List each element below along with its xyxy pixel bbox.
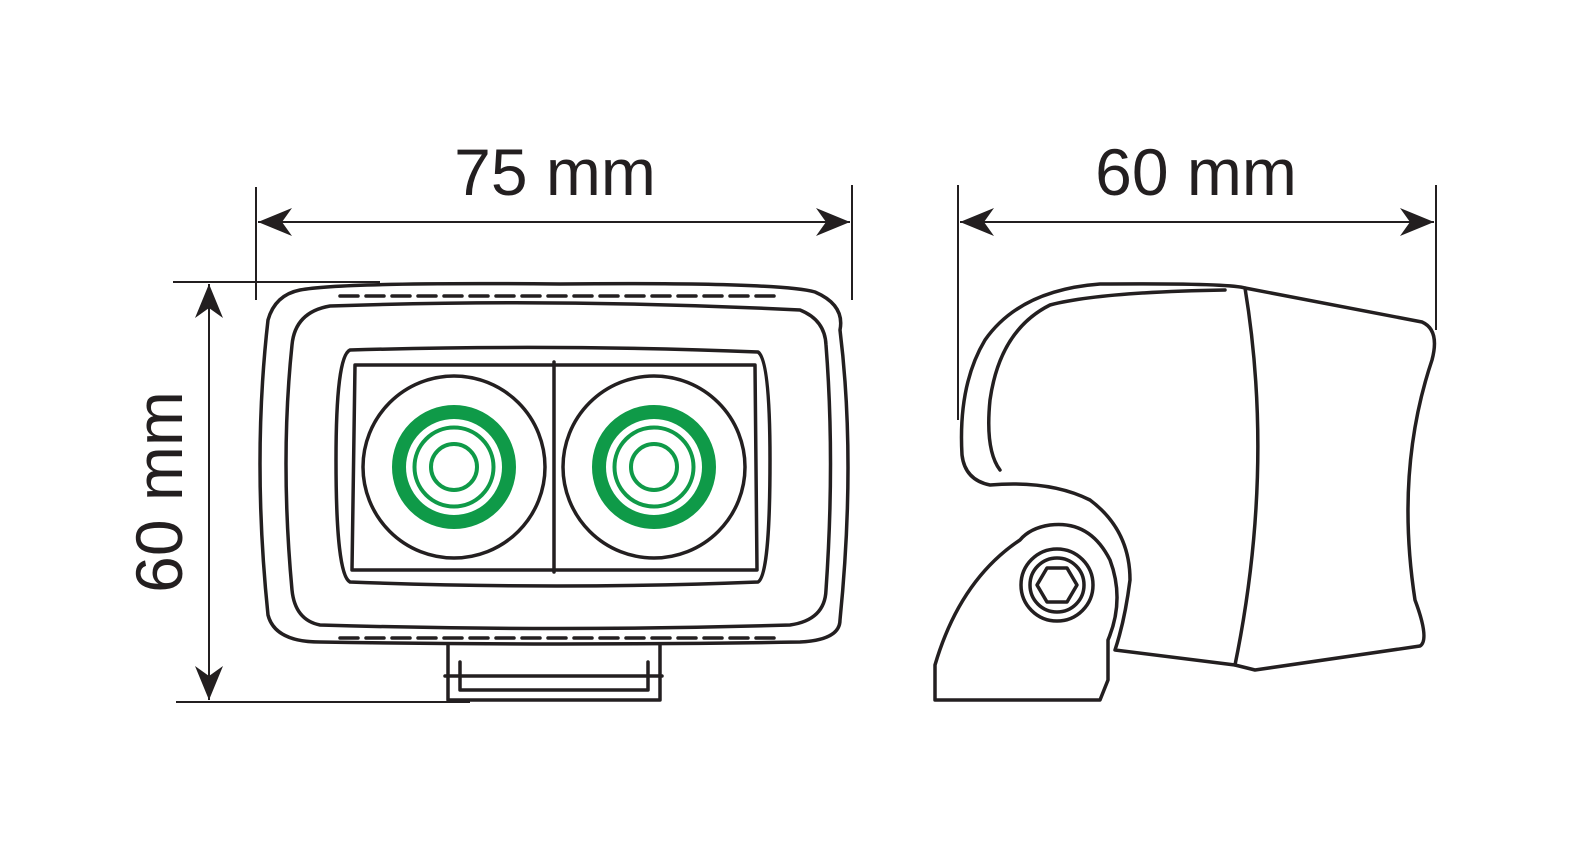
led-core <box>629 442 679 492</box>
lens-frame <box>334 345 772 588</box>
hex-bolt-icon <box>1035 566 1079 604</box>
bolt-head <box>1028 556 1086 614</box>
arrow-left-icon <box>960 208 994 236</box>
led-core <box>429 442 479 492</box>
reflector-outline <box>361 374 547 560</box>
width-dimension: 75 mm <box>255 135 853 300</box>
width-label: 75 mm <box>454 135 656 209</box>
bezel-outline <box>284 301 833 631</box>
arrow-down-icon <box>195 666 223 700</box>
depth-dimension: 60 mm <box>957 135 1437 420</box>
led-right <box>561 374 747 560</box>
housing-fin <box>987 288 1227 472</box>
mount-tab <box>443 660 664 692</box>
led-ring-inner <box>612 425 696 509</box>
led-ring-inner <box>412 425 496 509</box>
arrow-right-icon <box>816 208 850 236</box>
lens-window <box>350 363 759 572</box>
front-bezel-side <box>1233 286 1437 672</box>
height-label: 60 mm <box>122 391 196 593</box>
housing-side <box>959 282 1247 667</box>
height-dimension: 60 mm <box>122 281 470 703</box>
mount-tab-outline <box>446 643 662 702</box>
led-left <box>361 374 547 560</box>
led-ring-icon <box>592 405 716 529</box>
housing-outline <box>258 281 850 646</box>
led-ring-icon <box>392 405 516 529</box>
arrow-right-icon <box>1400 208 1434 236</box>
arrow-up-icon <box>195 284 223 318</box>
depth-label: 60 mm <box>1095 135 1297 209</box>
side-view <box>933 282 1437 702</box>
front-view <box>258 281 850 702</box>
bolt-washer <box>1019 547 1095 623</box>
mount-bracket <box>933 522 1119 702</box>
arrow-left-icon <box>258 208 292 236</box>
reflector-outline <box>561 374 747 560</box>
